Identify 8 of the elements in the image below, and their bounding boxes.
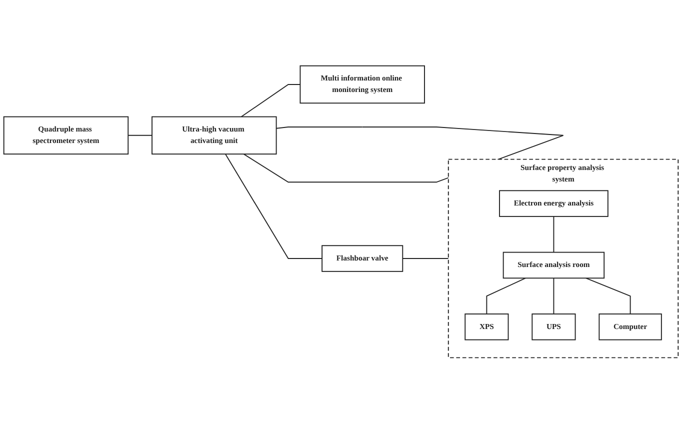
connector (128, 135, 152, 136)
connector (585, 278, 631, 315)
connector (240, 84, 301, 118)
connector (402, 258, 449, 260)
connector (486, 278, 526, 315)
connector (553, 278, 554, 315)
connector (553, 216, 554, 254)
connector (224, 154, 323, 260)
